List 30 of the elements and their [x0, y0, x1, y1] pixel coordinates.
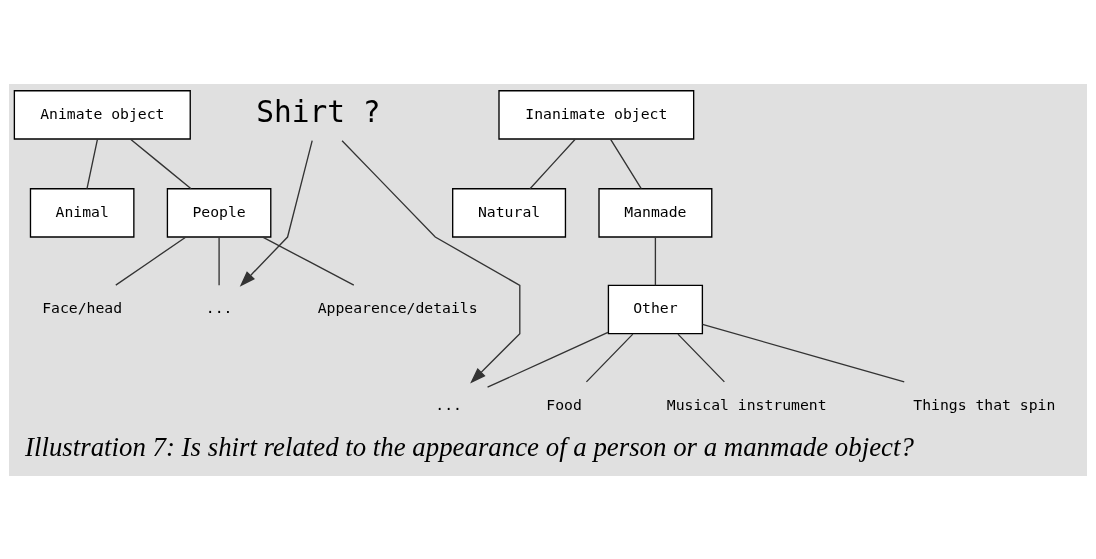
node-text: ... — [435, 395, 462, 413]
node-box: Animal — [29, 187, 135, 238]
node-text: Things that spin — [913, 395, 1056, 413]
node-text: Food — [546, 395, 582, 413]
node-box: People — [166, 187, 272, 238]
connector — [129, 138, 192, 189]
connector — [115, 236, 187, 286]
connector — [585, 332, 634, 383]
connector — [677, 332, 726, 383]
node-box: Inanimate object — [498, 89, 695, 140]
connector — [218, 236, 220, 286]
connector — [86, 138, 99, 189]
node-box: Animate object — [13, 89, 191, 140]
connector — [262, 236, 355, 286]
node-text: Appearence/details — [317, 298, 478, 316]
node-text: ... — [205, 298, 233, 316]
node-text: Face/head — [42, 298, 123, 316]
connector — [701, 323, 905, 383]
connector — [486, 331, 609, 388]
node-box: Other — [607, 284, 704, 334]
node-box: Natural — [452, 187, 567, 238]
node-text: Musical instrument — [666, 395, 827, 413]
node-text: Shirt ? — [256, 94, 381, 129]
connector — [654, 236, 657, 286]
node-box: Manmade — [598, 187, 713, 238]
arrow — [239, 139, 313, 287]
connector — [609, 138, 642, 189]
arrow — [341, 139, 521, 383]
connector — [529, 138, 576, 189]
caption: Illustration 7: Is shirt related to the appearance of a person or a manmade object? — [25, 431, 914, 462]
